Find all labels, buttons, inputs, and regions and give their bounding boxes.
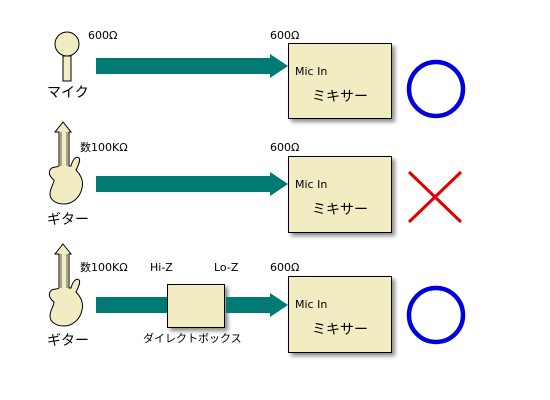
guitar-icon-1 (48, 121, 83, 205)
ng-cross-mark (407, 170, 463, 224)
guitar-label-2: ギター (47, 333, 89, 349)
mixer-impedance-label-1: 600Ω (270, 29, 300, 42)
microphone-icon (54, 31, 80, 82)
guitar-impedance-label-2: 数100KΩ (80, 261, 128, 274)
guitar-impedance-label-1: 数100KΩ (80, 141, 128, 154)
mic-in-label: Mic In (295, 65, 328, 78)
di-hi-z-label: Hi-Z (150, 261, 173, 274)
mixer-box-3: Mic In ミキサー (288, 276, 392, 353)
ok-circle-mark-2 (406, 285, 466, 345)
mixer-box-1: Mic In ミキサー (288, 43, 392, 119)
signal-arrow-2 (96, 172, 288, 196)
direct-box-label: ダイレクトボックス (143, 332, 242, 345)
mixer-label: ミキサー (312, 202, 368, 218)
mixer-box-2: Mic In ミキサー (288, 156, 392, 233)
guitar-label-1: ギター (47, 212, 89, 228)
mixer-label: ミキサー (312, 322, 368, 338)
mic-in-label: Mic In (295, 178, 328, 191)
di-lo-z-label: Lo-Z (214, 261, 239, 274)
signal-arrow-1 (96, 54, 288, 78)
mic-impedance-label: 600Ω (88, 29, 118, 42)
guitar-icon-2 (48, 243, 83, 327)
signal-line-to-di (96, 297, 168, 313)
direct-box (167, 284, 225, 328)
mic-in-label: Mic In (295, 298, 328, 311)
mixer-impedance-label-3: 600Ω (270, 261, 300, 274)
mic-label: マイク (47, 85, 89, 101)
mixer-label: ミキサー (312, 89, 368, 105)
signal-arrow-3 (226, 293, 288, 317)
mixer-impedance-label-2: 600Ω (270, 141, 300, 154)
ok-circle-mark-1 (406, 59, 466, 119)
